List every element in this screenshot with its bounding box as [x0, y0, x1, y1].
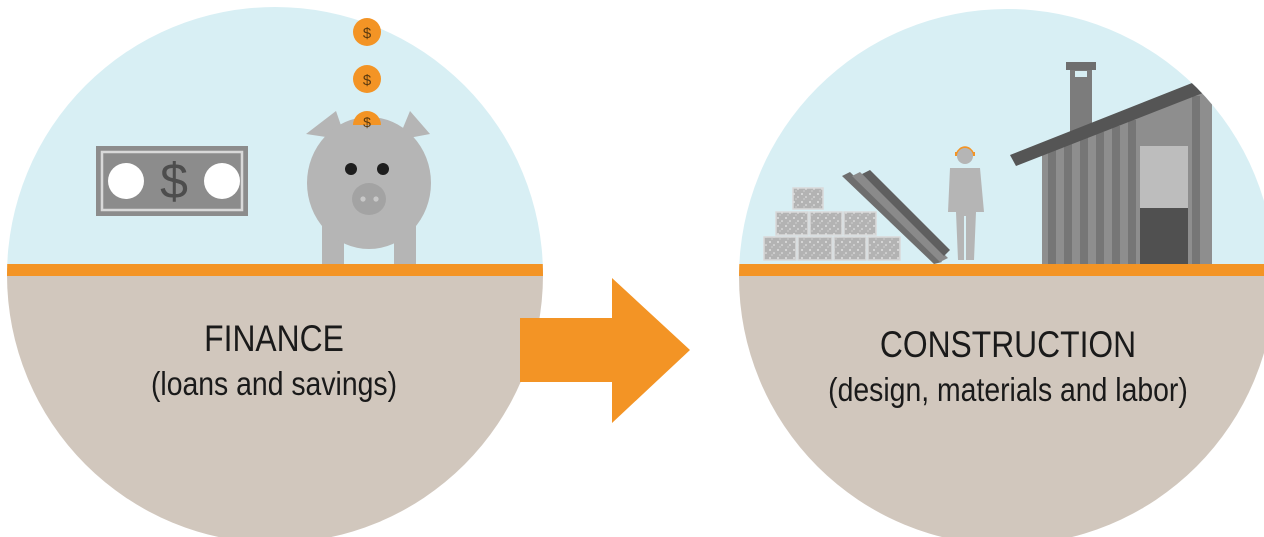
finance-title: FINANCE: [204, 318, 344, 359]
arrow-right-icon: [520, 278, 690, 423]
finance-label: FINANCE (loans and savings): [59, 319, 489, 403]
coin-icon: $ $ $: [353, 18, 381, 130]
worker-icon: [948, 146, 984, 260]
finance-horizon-line: [7, 264, 543, 276]
piggy-bank-icon: [306, 111, 431, 264]
planks-icon: [842, 170, 950, 264]
construction-label: CONSTRUCTION (design, materials and labo…: [776, 325, 1240, 409]
finance-subtitle: (loans and savings): [150, 365, 398, 402]
svg-text:$: $: [363, 72, 372, 89]
construction-title: CONSTRUCTION: [879, 324, 1137, 365]
banknote-icon: $: [96, 146, 248, 216]
svg-text:$: $: [160, 153, 188, 209]
construction-horizon-line: [739, 264, 1264, 276]
svg-text:$: $: [363, 25, 372, 42]
bricks-icon: [763, 187, 901, 261]
finance-sky: [7, 7, 543, 268]
house-icon: [1010, 62, 1236, 264]
construction-circle: [739, 9, 1264, 537]
construction-subtitle: (design, materials and labor): [828, 371, 1188, 408]
finance-circle: [7, 7, 543, 537]
svg-text:$: $: [363, 114, 371, 130]
